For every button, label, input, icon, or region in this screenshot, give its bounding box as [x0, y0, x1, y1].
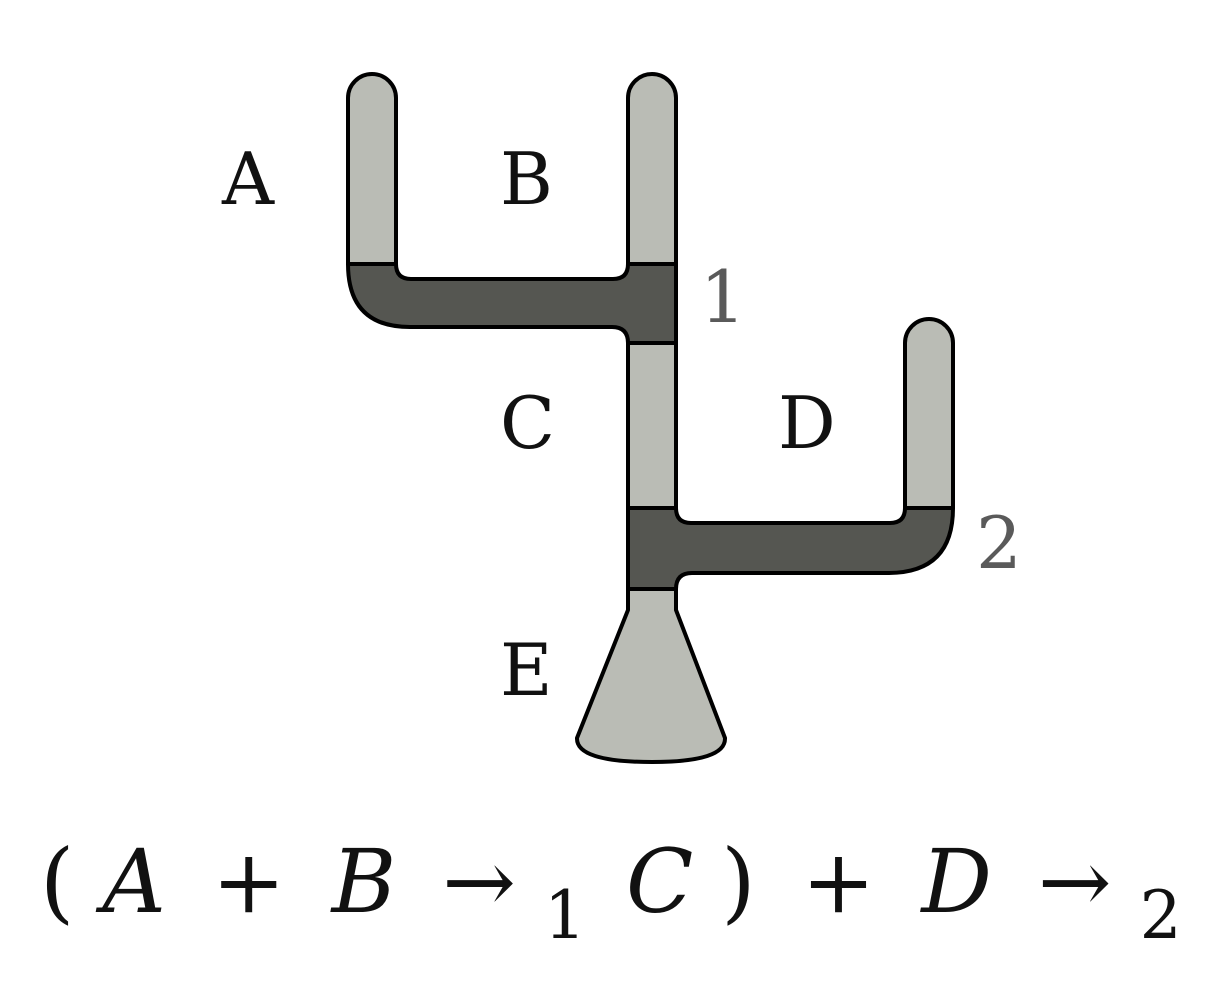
formula-sub-1: 1 — [544, 877, 586, 954]
reaction-chamber-2 — [626, 506, 955, 591]
formula-arrow-1: → — [442, 830, 516, 933]
label-a: A — [221, 137, 275, 221]
formula-b: B — [330, 830, 397, 933]
tube-c — [626, 341, 678, 510]
label-b: B — [500, 137, 553, 221]
formula-arrow-2: → — [1038, 830, 1112, 933]
tube-a — [346, 72, 398, 266]
flask-e — [574, 587, 728, 764]
formula-c: C — [626, 830, 693, 933]
reaction-formula: ( A + B → 1 C ) + D → 2 E — [40, 830, 1218, 959]
formula-plus-1: + — [212, 830, 286, 933]
step-label-2: 2 — [976, 501, 1022, 585]
formula-plus-2: + — [802, 830, 876, 933]
tube-d — [903, 317, 955, 510]
formula-sub-2: 2 — [1140, 877, 1182, 954]
label-e: E — [500, 628, 553, 712]
formula-d: D — [919, 830, 992, 933]
step-label-1: 1 — [700, 255, 746, 339]
formula-close-paren: ) — [721, 830, 755, 933]
formula-a: A — [95, 830, 166, 933]
formula-open-paren: ( — [40, 830, 74, 933]
tube-b — [626, 72, 678, 266]
label-d: D — [778, 381, 836, 465]
reaction-chamber-1 — [346, 262, 678, 345]
label-c: C — [500, 381, 555, 465]
